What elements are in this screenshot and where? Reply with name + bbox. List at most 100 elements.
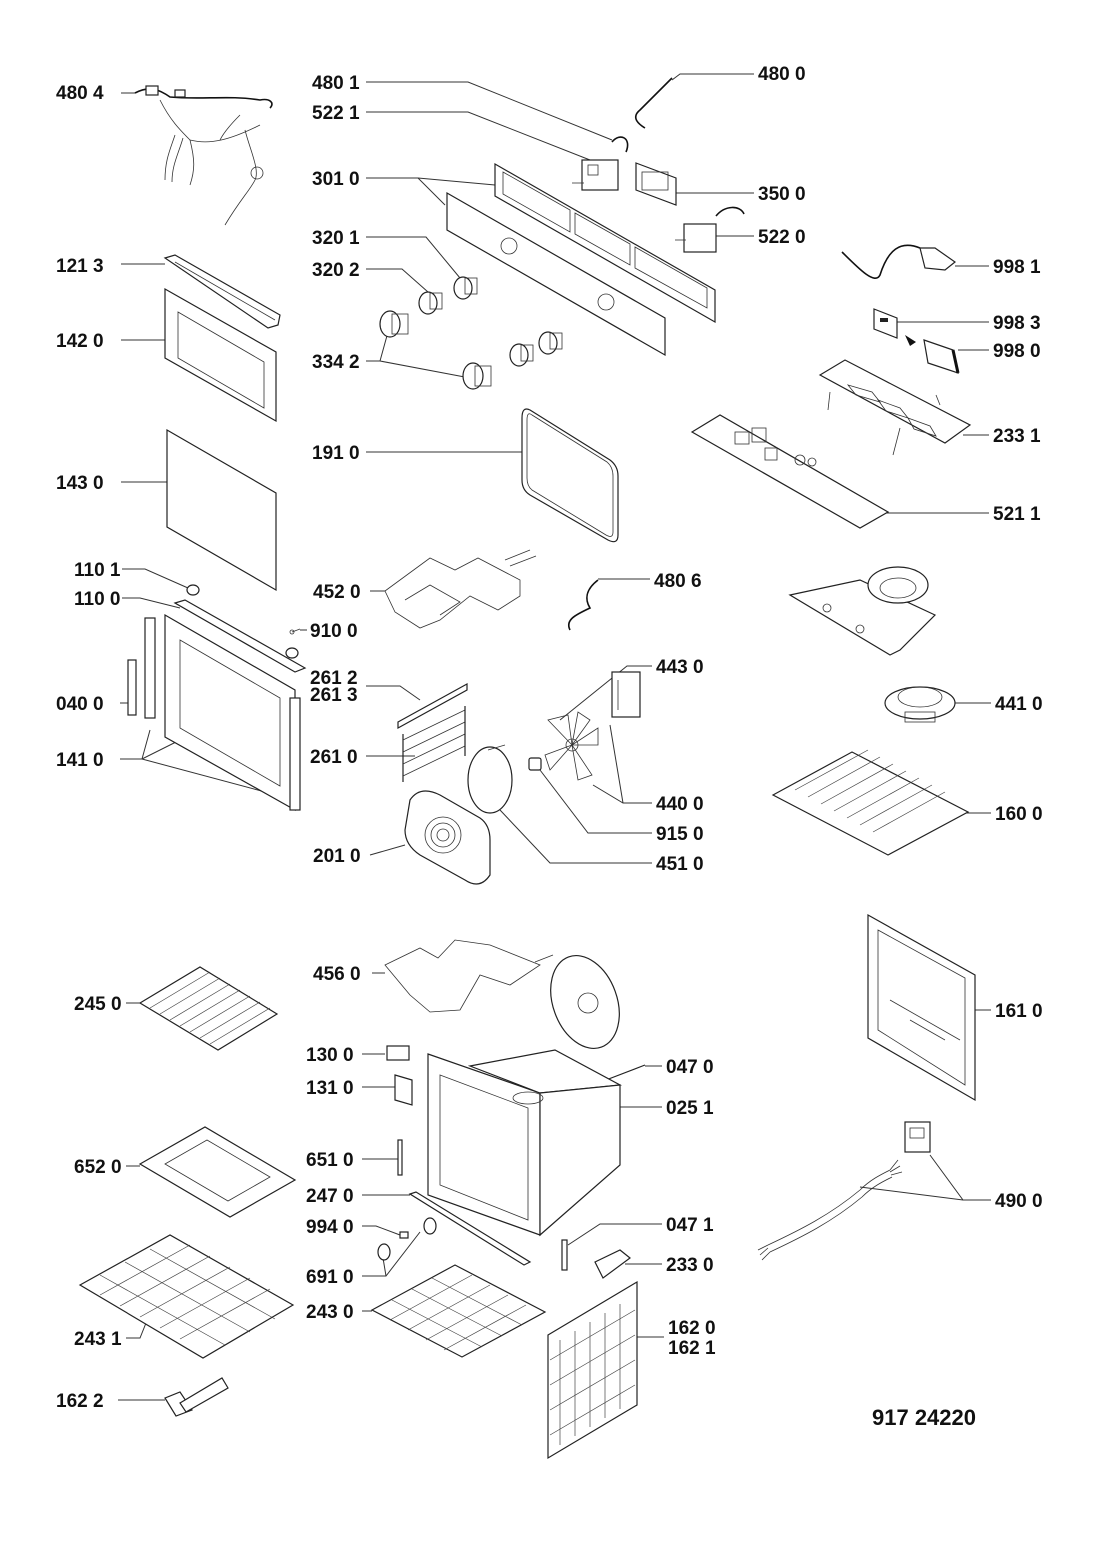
- part-cooling-fan[interactable]: [884, 686, 956, 723]
- part-wire-mid[interactable]: [568, 579, 599, 631]
- part-display-module[interactable]: [635, 162, 677, 206]
- label-191-0: 191 0: [312, 443, 360, 464]
- part-wire-shelf[interactable]: [138, 966, 279, 1051]
- part-door-frame[interactable]: [144, 613, 301, 812]
- part-door-lock[interactable]: [386, 1045, 410, 1061]
- part-basket[interactable]: [78, 1234, 295, 1359]
- label-490-0: 490 0: [995, 1191, 1043, 1212]
- part-power-supply[interactable]: [841, 244, 957, 279]
- part-label-card[interactable]: [873, 308, 916, 346]
- part-knobs[interactable]: [379, 310, 492, 390]
- part-side-panel[interactable]: [547, 1280, 638, 1460]
- part-control-panel[interactable]: [446, 162, 716, 357]
- part-side-grid[interactable]: [370, 1264, 547, 1358]
- part-grill-rack[interactable]: [771, 749, 970, 856]
- label-131-0: 131 0: [306, 1078, 354, 1099]
- label-162-2: 243 0: [306, 1302, 354, 1323]
- part-front-bar[interactable]: [408, 1191, 532, 1266]
- part-fan-motor[interactable]: [611, 671, 641, 718]
- label-233-1: 233 1: [993, 426, 1041, 447]
- document-number: 917 24220: [872, 1405, 976, 1430]
- part-power-cable[interactable]: [757, 1121, 931, 1261]
- part-bottom-element[interactable]: [384, 939, 554, 1013]
- label-201-0: 201 0: [313, 846, 361, 867]
- label-162-0: 162 0: [668, 1318, 716, 1339]
- label-142-0: 142 0: [56, 331, 104, 352]
- label-143-0: 143 0: [56, 473, 104, 494]
- part-switch-right[interactable]: [675, 206, 745, 253]
- part-door-profile[interactable]: [173, 599, 307, 673]
- part-switch-left[interactable]: [572, 159, 619, 191]
- label-040-0: 040 0: [56, 694, 104, 715]
- label-320-1: 320 1: [312, 228, 360, 249]
- part-circular-element[interactable]: [467, 744, 513, 814]
- label-915-0: 915 0: [656, 824, 704, 845]
- label-652-0: 691 0: [306, 1267, 354, 1288]
- label-452-0: 452 0: [313, 582, 361, 603]
- part-shelf-support[interactable]: [402, 706, 466, 782]
- label-245-0: 245 0: [74, 994, 122, 1015]
- part-wire-top[interactable]: [611, 136, 629, 153]
- label-522-1: 522 1: [312, 103, 360, 124]
- part-handle-tool[interactable]: [164, 1377, 229, 1417]
- label-691-0: 047 0: [666, 1057, 714, 1078]
- label-025-1: 247 0: [306, 1186, 354, 1207]
- label-910-0: 910 0: [310, 621, 358, 642]
- part-lamp-glass[interactable]: [377, 1217, 437, 1261]
- part-gasket[interactable]: [521, 408, 619, 543]
- part-oven-cavity[interactable]: [427, 1049, 623, 1237]
- label-456-0: 456 0: [313, 964, 361, 985]
- part-door-top-trim[interactable]: [163, 254, 281, 329]
- label-440-0: 440 0: [656, 794, 704, 815]
- label-998-3: 998 3: [993, 313, 1041, 334]
- label-261-0: 261 0: [310, 747, 358, 768]
- part-thermostat[interactable]: [605, 1064, 646, 1081]
- part-inner-glass[interactable]: [166, 428, 277, 592]
- part-hinge[interactable]: [127, 659, 137, 716]
- part-shelf-support-top[interactable]: [397, 682, 468, 730]
- part-fan-blade[interactable]: [544, 711, 599, 781]
- part-knob-bushes[interactable]: [418, 276, 563, 367]
- part-back-panel[interactable]: [867, 913, 976, 1102]
- label-480-4: 480 4: [56, 83, 104, 104]
- part-screw[interactable]: [289, 628, 301, 635]
- label-130-0: 130 0: [306, 1045, 354, 1066]
- label-480-1: 480 1: [312, 73, 360, 94]
- part-nut[interactable]: [528, 757, 542, 771]
- part-lock-bracket[interactable]: [394, 1074, 413, 1106]
- label-443-0: 443 0: [656, 657, 704, 678]
- part-harness-main[interactable]: [134, 85, 273, 226]
- label-110-0: 110 0: [74, 589, 121, 610]
- label-441-0: 441 0: [995, 694, 1043, 715]
- label-121-3: 121 3: [56, 256, 104, 277]
- label-233-0: 233 0: [666, 1255, 714, 1276]
- label-243-0: 243 1: [74, 1329, 122, 1350]
- label-047-1: 047 1: [666, 1215, 714, 1236]
- part-bush-b[interactable]: [285, 647, 299, 659]
- part-wire-right[interactable]: [635, 77, 673, 129]
- part-rod-a[interactable]: [397, 1139, 403, 1176]
- part-pcb-bracket[interactable]: [818, 359, 972, 456]
- label-651-0: 994 0: [306, 1217, 354, 1238]
- part-baking-tray[interactable]: [138, 1126, 297, 1218]
- label-994-0: 025 1: [666, 1098, 714, 1119]
- part-outer-glass[interactable]: [164, 287, 277, 423]
- part-clip[interactable]: [594, 1249, 631, 1279]
- label-261-3: 261 3: [310, 685, 358, 706]
- label-301-0: 301 0: [312, 169, 360, 190]
- part-bush-a[interactable]: [186, 584, 200, 596]
- label-243-1: 162 2: [56, 1391, 104, 1412]
- part-fan-plate[interactable]: [539, 946, 632, 1058]
- part-lamp-holder[interactable]: [399, 1231, 409, 1239]
- label-110-1: 110 1: [74, 560, 121, 581]
- part-fan-housing[interactable]: [788, 566, 937, 656]
- part-grill-element[interactable]: [384, 549, 537, 629]
- part-module-box[interactable]: [923, 339, 960, 374]
- label-320-2: 320 2: [312, 260, 360, 281]
- part-fan-cover[interactable]: [404, 790, 491, 885]
- label-047-0: 651 0: [306, 1150, 354, 1171]
- label-522-0: 522 0: [758, 227, 806, 248]
- part-control-board[interactable]: [690, 414, 890, 529]
- label-162-1: 162 1: [668, 1338, 716, 1359]
- part-rod-b[interactable]: [561, 1239, 568, 1271]
